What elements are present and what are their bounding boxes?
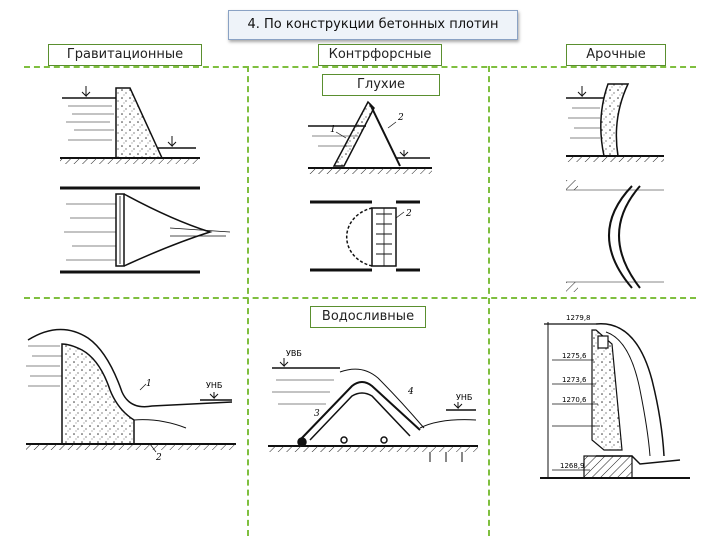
- buttress-spill-label-3: 3: [314, 409, 320, 419]
- arch-spillway-section: [540, 322, 690, 479]
- buttress-spill-crest: [299, 381, 421, 441]
- gravity-blind-section: [60, 86, 200, 164]
- arch-blind-plan: [566, 180, 664, 292]
- buttress-blind-section: [308, 100, 432, 174]
- arch-dam-section: [600, 83, 630, 157]
- gravity-plan-face: [123, 193, 213, 267]
- gravity-spill-label-1: 1: [146, 379, 152, 389]
- gravity-spill-label-unb: УНБ: [206, 381, 222, 390]
- arch-spill-dam-body: [591, 329, 623, 451]
- buttress-spill-label-uvb: УВБ: [286, 349, 302, 358]
- buttress-spill-label-4: 4: [407, 387, 414, 397]
- arch-spill-elevation-2: 1275,6: [562, 352, 587, 360]
- arch-spill-elevation-1: 1279,8: [566, 314, 591, 322]
- gravity-spillway-section: [26, 328, 236, 453]
- grid-line-left: [247, 66, 249, 536]
- gravity-spill-label-2: 2: [155, 453, 162, 463]
- buttress-spill-inner: [309, 392, 411, 441]
- buttress-downstream-edge: [369, 103, 401, 167]
- column-label-gravity: Гравитационные: [48, 44, 202, 66]
- arch-blind-section: [566, 83, 664, 162]
- gravity-spill-dam-body: [61, 343, 135, 445]
- buttress-upstream-slab: [332, 100, 375, 167]
- column-label-buttress: Контрфорсные: [318, 44, 442, 66]
- buttress-spill-label-unb: УНБ: [456, 393, 472, 402]
- page-title: 4. По конструкции бетонных плотин: [228, 10, 518, 40]
- buttress-plan-arc: [346, 207, 373, 267]
- arch-spill-elevation-4: 1270,6: [562, 396, 587, 404]
- grid-line-right: [488, 66, 490, 536]
- gravity-spill-nappe: [27, 328, 233, 408]
- buttress-label-1: 1: [330, 125, 336, 135]
- arch-spill-jet-outer: [595, 323, 665, 457]
- gravity-dam-body: [115, 87, 164, 159]
- arch-spill-elevation-3: 1273,6: [562, 376, 587, 384]
- arch-plan-upstream: [608, 185, 633, 289]
- row-label-blind: Глухие: [322, 74, 440, 96]
- grid-line-top: [24, 66, 696, 68]
- arch-plan-downstream: [618, 185, 641, 289]
- buttress-blind-plan: [310, 200, 420, 272]
- arch-spill-elevation-5: 1268,9: [560, 462, 585, 470]
- buttress-label-2: 2: [397, 113, 404, 123]
- column-label-arch: Арочные: [566, 44, 666, 66]
- gravity-blind-plan: [60, 186, 231, 274]
- row-label-spillway: Водосливные: [310, 306, 426, 328]
- water-level-arrow-icon: [81, 86, 91, 98]
- arch-spill-jet-inner: [605, 331, 651, 457]
- buttress-spillway-section: [268, 358, 478, 462]
- buttress-plan-label-2: 2: [405, 209, 412, 219]
- grid-line-middle: [24, 297, 696, 299]
